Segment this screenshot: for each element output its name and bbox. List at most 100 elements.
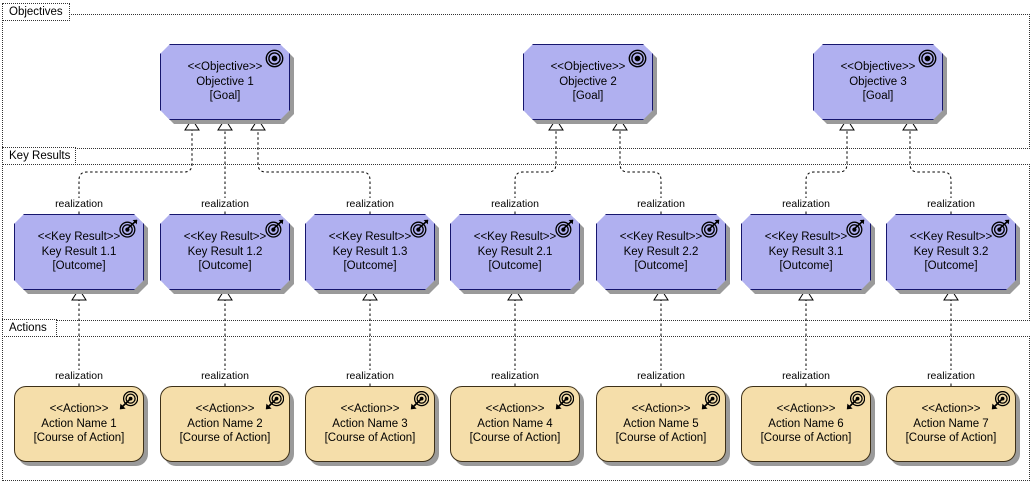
course-of-action-icon	[846, 390, 866, 410]
action-node-act7-name: Action Name 7	[913, 417, 989, 430]
action-node-act1[interactable]: <<Action>>Action Name 1[Course of Action…	[14, 386, 144, 462]
action-node-act2[interactable]: <<Action>>Action Name 2 [Course of Action…	[160, 386, 290, 462]
action-node-act7-type: [Course of Action]	[905, 432, 997, 445]
key-result-node-kr11-name: Key Result 1.1	[41, 245, 117, 258]
edge-label-e-kr12-obj1: realization	[199, 198, 251, 210]
edge-label-e-act2-kr12: realization	[199, 370, 251, 382]
course-of-action-icon	[991, 390, 1011, 410]
key-result-node-kr12[interactable]: <<Key Result>>Key Result 1.2 [Outcome]	[160, 214, 290, 290]
key-result-node-kr32-name: Key Result 3.2	[913, 245, 989, 258]
edge-label-e-kr21-obj2: realization	[489, 198, 541, 210]
edge-label-e-kr13-obj1: realization	[344, 198, 396, 210]
edge-label-e-act1-kr11: realization	[53, 370, 105, 382]
edge-label-e-act3-kr13: realization	[344, 370, 396, 382]
action-node-act2-stereotype: <<Action>>	[195, 403, 255, 416]
course-of-action-icon	[265, 390, 285, 410]
goal-icon	[628, 49, 647, 68]
objective-node-obj1-type: [Goal]	[209, 90, 241, 103]
key-result-node-kr11-type: [Outcome]	[52, 260, 106, 273]
key-result-node-kr13-type: [Outcome]	[343, 260, 397, 273]
objective-node-obj2-stereotype: <<Objective>>	[550, 61, 626, 74]
course-of-action-icon	[555, 390, 575, 410]
action-node-act4-type: [Course of Action]	[469, 432, 561, 445]
key-result-node-kr13-name: Key Result 1.3	[332, 245, 408, 258]
action-node-act5-name: Action Name 5	[623, 417, 699, 430]
action-node-act6[interactable]: <<Action>>Action Name 6 [Course of Action…	[741, 386, 871, 462]
action-node-act7-stereotype: <<Action>>	[921, 403, 981, 416]
action-node-act7[interactable]: <<Action>>Action Name 7 [Course of Action…	[886, 386, 1016, 462]
action-node-act4-name: Action Name 4	[477, 417, 553, 430]
key-result-node-kr22-type: [Outcome]	[634, 260, 688, 273]
goal-icon	[265, 49, 284, 68]
key-result-node-kr12-type: [Outcome]	[198, 260, 252, 273]
action-node-act1-name: Action Name 1	[41, 417, 117, 430]
key-result-node-kr32-type: [Outcome]	[924, 260, 978, 273]
group-label-actions[interactable]: Actions	[2, 319, 57, 337]
key-result-node-kr21-stereotype: <<Key Result>>	[473, 231, 557, 244]
key-result-node-kr21[interactable]: <<Key Result>>Key Result 2.1 [Outcome]	[450, 214, 580, 290]
key-result-node-kr12-name: Key Result 1.2	[187, 245, 263, 258]
edge-label-e-kr11-obj1: realization	[53, 198, 105, 210]
key-result-node-kr11[interactable]: <<Key Result>>Key Result 1.1 [Outcome]	[14, 214, 144, 290]
edge-label-e-act7-kr32: realization	[925, 370, 977, 382]
key-result-node-kr13-stereotype: <<Key Result>>	[328, 231, 412, 244]
key-result-node-kr22-stereotype: <<Key Result>>	[619, 231, 703, 244]
course-of-action-icon	[701, 390, 721, 410]
outcome-icon	[991, 219, 1010, 238]
edge-label-e-kr31-obj3: realization	[780, 198, 832, 210]
group-label-key-results[interactable]: Key Results	[2, 147, 76, 165]
key-result-node-kr31-type: [Outcome]	[779, 260, 833, 273]
key-result-node-kr12-stereotype: <<Key Result>>	[183, 231, 267, 244]
key-result-node-kr21-name: Key Result 2.1	[477, 245, 553, 258]
action-node-act5-stereotype: <<Action>>	[631, 403, 691, 416]
objective-node-obj2-type: [Goal]	[572, 90, 604, 103]
objective-node-obj3[interactable]: <<Objective>>Objective 3 [Goal]	[813, 44, 943, 120]
action-node-act3[interactable]: <<Action>>Action Name 3 [Course of Action…	[305, 386, 435, 462]
key-result-node-kr32-stereotype: <<Key Result>>	[909, 231, 993, 244]
group-frame-actions	[2, 336, 1030, 481]
objective-node-obj1-stereotype: <<Objective>>	[187, 61, 263, 74]
course-of-action-icon	[119, 390, 139, 410]
action-node-act3-stereotype: <<Action>>	[340, 403, 400, 416]
edge-label-e-kr22-obj2: realization	[635, 198, 687, 210]
outcome-icon	[119, 219, 138, 238]
action-node-act3-name: Action Name 3	[332, 417, 408, 430]
action-node-act6-stereotype: <<Action>>	[776, 403, 836, 416]
edge-label-e-act4-kr21: realization	[489, 370, 541, 382]
action-node-act5-type: [Course of Action]	[615, 432, 707, 445]
key-result-node-kr22[interactable]: <<Key Result>>Key Result 2.2[Outcome]	[596, 214, 726, 290]
action-node-act3-type: [Course of Action]	[324, 432, 416, 445]
objective-node-obj1[interactable]: <<Objective>>Objective 1 [Goal]	[160, 44, 290, 120]
edge-label-e-act5-kr22: realization	[635, 370, 687, 382]
objective-node-obj3-type: [Goal]	[862, 90, 894, 103]
action-node-act6-name: Action Name 6	[768, 417, 844, 430]
action-node-act6-type: [Course of Action]	[760, 432, 852, 445]
group-label-objectives[interactable]: Objectives	[2, 3, 70, 21]
objective-node-obj1-name: Objective 1	[196, 75, 254, 88]
key-result-node-kr31[interactable]: <<Key Result>>Key Result 3.1 [Outcome]	[741, 214, 871, 290]
key-result-node-kr21-type: [Outcome]	[488, 260, 542, 273]
key-result-node-kr31-name: Key Result 3.1	[768, 245, 844, 258]
edge-label-e-act6-kr31: realization	[780, 370, 832, 382]
edge-label-e-kr32-obj3: realization	[925, 198, 977, 210]
action-node-act2-type: [Course of Action]	[179, 432, 271, 445]
outcome-icon	[701, 219, 720, 238]
course-of-action-icon	[410, 390, 430, 410]
outcome-icon	[555, 219, 574, 238]
key-result-node-kr32[interactable]: <<Key Result>>Key Result 3.2 [Outcome]	[886, 214, 1016, 290]
objective-node-obj2-name: Objective 2	[559, 75, 617, 88]
action-node-act4[interactable]: <<Action>>Action Name 4[Course of Action…	[450, 386, 580, 462]
objective-node-obj2[interactable]: <<Objective>>Objective 2 [Goal]	[523, 44, 653, 120]
objective-node-obj3-stereotype: <<Objective>>	[840, 61, 916, 74]
key-result-node-kr31-stereotype: <<Key Result>>	[764, 231, 848, 244]
action-node-act5[interactable]: <<Action>>Action Name 5 [Course of Action…	[596, 386, 726, 462]
outcome-icon	[846, 219, 865, 238]
action-node-act1-type: [Course of Action]	[33, 432, 125, 445]
key-result-node-kr13[interactable]: <<Key Result>>Key Result 1.3 [Outcome]	[305, 214, 435, 290]
outcome-icon	[265, 219, 284, 238]
action-node-act2-name: Action Name 2	[187, 417, 263, 430]
key-result-node-kr11-stereotype: <<Key Result>>	[37, 231, 121, 244]
outcome-icon	[410, 219, 429, 238]
objective-node-obj3-name: Objective 3	[849, 75, 907, 88]
